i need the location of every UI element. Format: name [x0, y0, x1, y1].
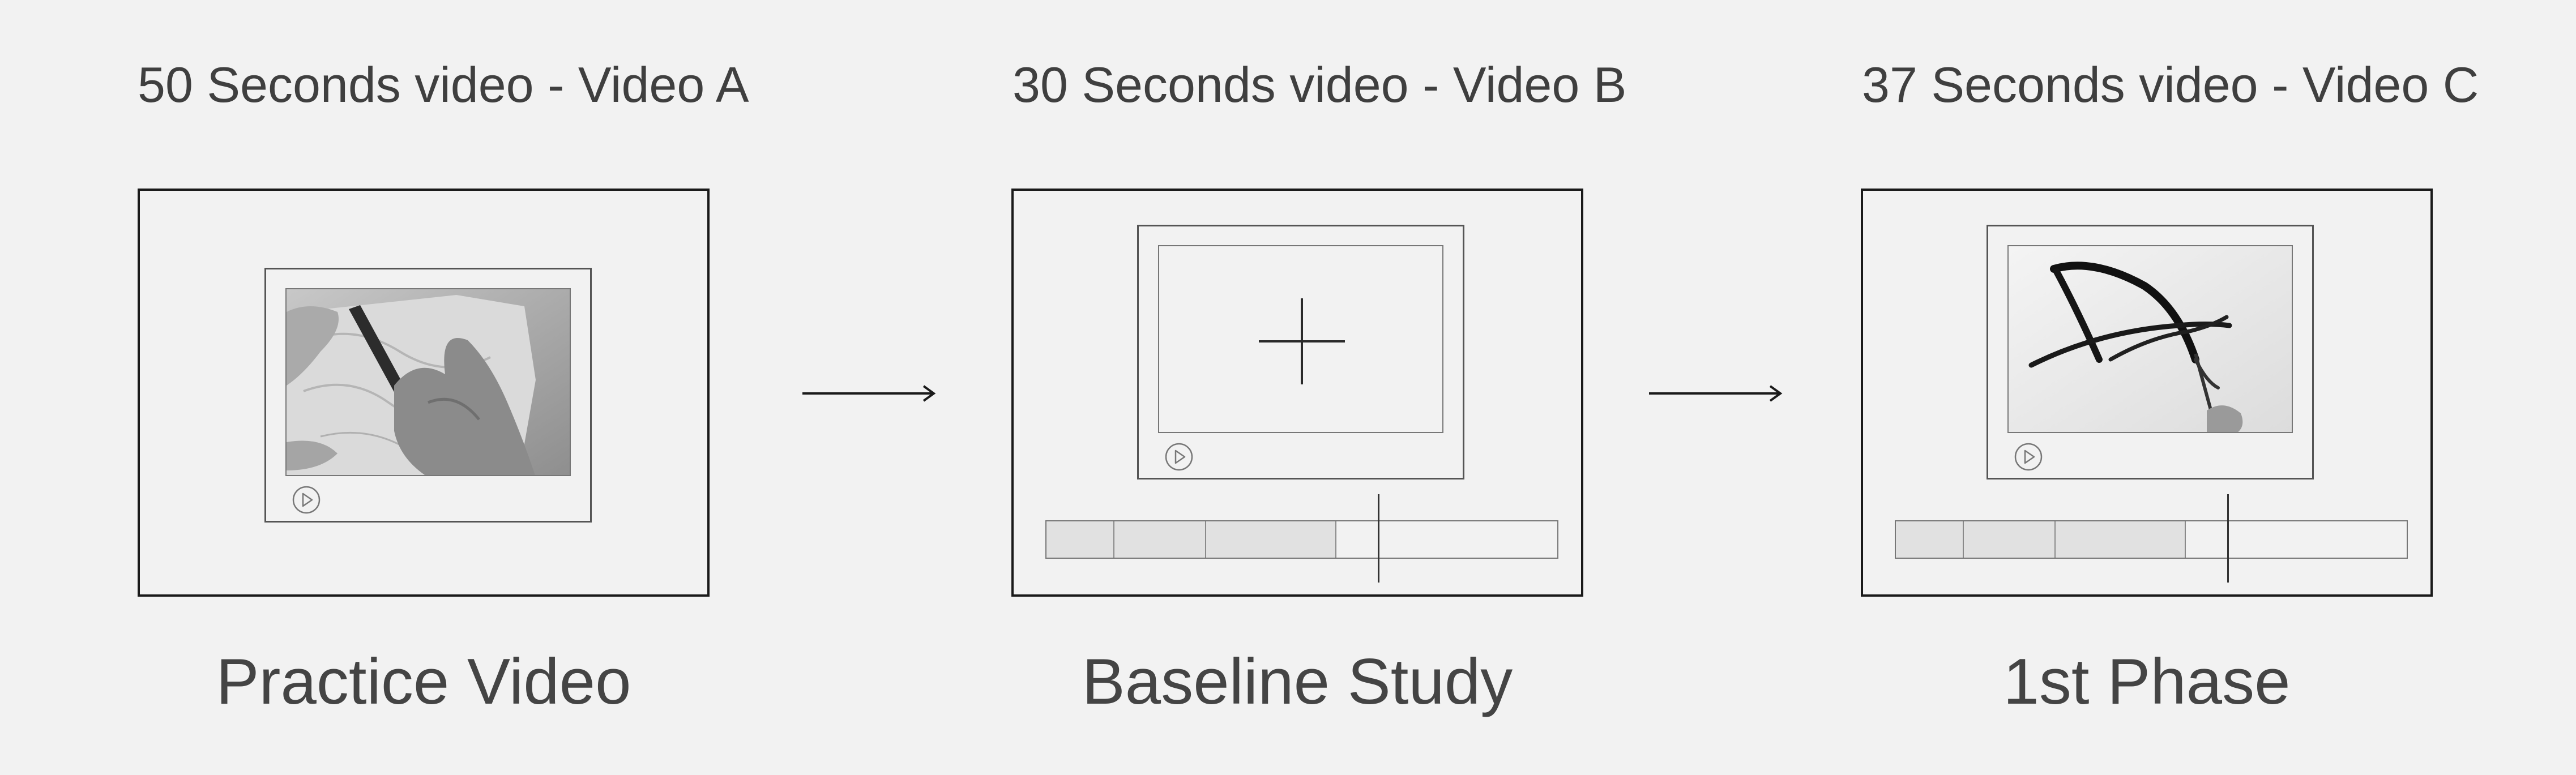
timeline-playhead[interactable] [2227, 494, 2229, 583]
timeline-segment-1 [1046, 521, 1114, 558]
video-frame-brush-painting [2007, 245, 2293, 433]
hands-sanding-image [287, 289, 570, 475]
brush-painting-image [2009, 246, 2292, 432]
timeline-segment-2 [1114, 521, 1206, 558]
video-player [264, 268, 592, 523]
step-1-panel [138, 189, 710, 597]
video-timeline[interactable] [1895, 520, 2408, 559]
step-3-panel [1861, 189, 2433, 597]
step-2-heading: 30 Seconds video - Video B [1013, 57, 1627, 113]
video-frame-fixation [1158, 245, 1443, 433]
step-3-caption: 1st Phase [2003, 646, 2291, 718]
video-frame-hands-sanding [285, 288, 571, 476]
play-circle-icon[interactable] [2013, 442, 2044, 472]
timeline-segment-3 [2056, 521, 2186, 558]
arrow-right-connector-1 [802, 385, 936, 402]
step-3-heading: 37 Seconds video - Video C [1862, 57, 2479, 113]
video-player [1137, 225, 1464, 479]
timeline-segment-1 [1896, 521, 1964, 558]
step-1-heading: 50 Seconds video - Video A [138, 57, 749, 113]
step-1-caption: Practice Video [216, 646, 631, 718]
play-circle-icon[interactable] [1164, 442, 1194, 472]
arrow-right-connector-2 [1649, 385, 1783, 402]
timeline-segment-3 [1206, 521, 1336, 558]
step-2-panel [1011, 189, 1583, 597]
fixation-cross-icon [1259, 298, 1345, 384]
step-2-caption: Baseline Study [1082, 646, 1513, 718]
timeline-playhead[interactable] [1378, 494, 1379, 583]
timeline-segment-2 [1964, 521, 2056, 558]
video-timeline[interactable] [1045, 520, 1558, 559]
video-player [1987, 225, 2314, 479]
play-circle-icon[interactable] [291, 485, 322, 515]
